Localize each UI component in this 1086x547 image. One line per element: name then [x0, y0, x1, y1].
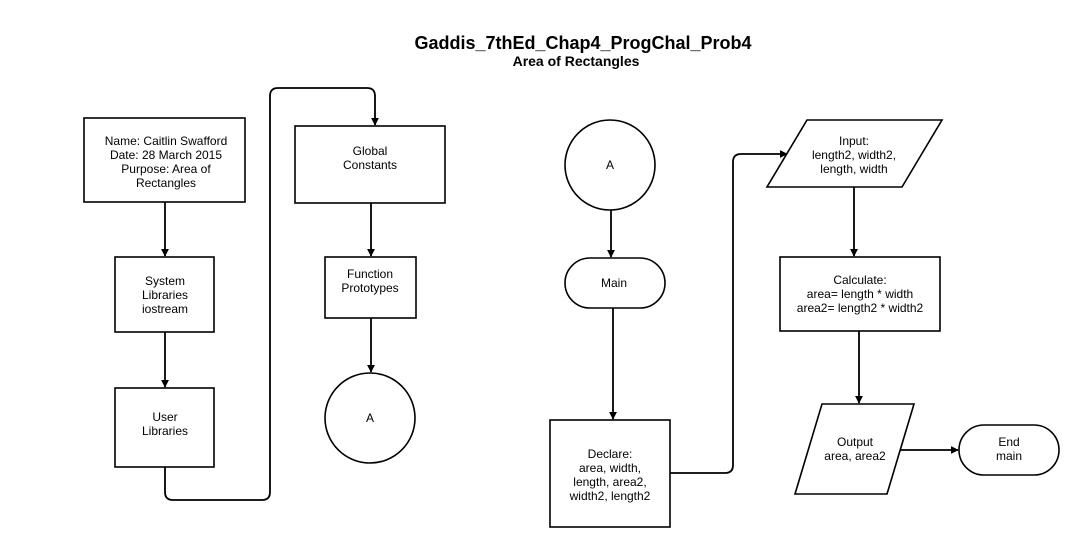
node-input: Input:length2, width2,length, width [765, 119, 944, 188]
node-input-text: Input:length2, width2,length, width [812, 134, 896, 176]
label-line: Declare: [588, 447, 633, 461]
label-line: Main [601, 276, 627, 290]
label-line: length, width [820, 162, 887, 176]
label-line: A [366, 411, 374, 425]
diagram-subtitle: Area of Rectangles [513, 53, 640, 69]
label-line: iostream [142, 302, 188, 316]
label-line: Input: [839, 134, 869, 148]
label-line: length2, width2, [812, 148, 896, 162]
label-line: area2= length2 * width2 [797, 301, 924, 315]
label-line: area, area2 [824, 449, 886, 463]
label-line: area= length * width [807, 287, 913, 301]
label-line: Libraries [142, 424, 188, 438]
node-connector-a-out: A [324, 372, 416, 464]
node-connector-a-in: A [564, 119, 656, 211]
label-line: Prototypes [341, 281, 398, 295]
node-connector-a-out-text: A [366, 411, 374, 425]
label-line: Global [353, 144, 388, 158]
label-line: Constants [343, 158, 397, 172]
label-line: System [145, 274, 185, 288]
node-main-terminator: Main [564, 257, 666, 309]
node-declare-text: Declare:area, width,length, area2,width2… [569, 447, 651, 503]
label-line: Rectangles [136, 176, 196, 190]
label-line: Output [837, 435, 874, 449]
label-line: User [152, 410, 177, 424]
label-line: Calculate: [833, 273, 886, 287]
label-line: length, area2, [573, 475, 646, 489]
label-line: A [606, 158, 614, 172]
label-line: area, width, [579, 461, 641, 475]
node-declare: Declare:area, width,length, area2,width2… [549, 419, 671, 528]
node-connector-a-in-text: A [606, 158, 614, 172]
label-line: End [998, 435, 1019, 449]
diagram-title: Gaddis_7thEd_Chap4_ProgChal_Prob4 [414, 33, 751, 53]
arrow-declare-to-input [670, 150, 788, 474]
label-line: width2, length2 [569, 489, 651, 503]
label-line: main [996, 449, 1022, 463]
label-line: Function [347, 267, 393, 281]
arrow-user-libraries-to-global-constants [164, 87, 379, 501]
label-line: Libraries [142, 288, 188, 302]
label-line: Name: Caitlin Swafford [105, 134, 228, 148]
label-line: Purpose: Area of [121, 162, 211, 176]
connectors [161, 87, 959, 501]
label-line: Date: 28 March 2015 [110, 148, 222, 162]
node-main-terminator-text: Main [601, 276, 627, 290]
